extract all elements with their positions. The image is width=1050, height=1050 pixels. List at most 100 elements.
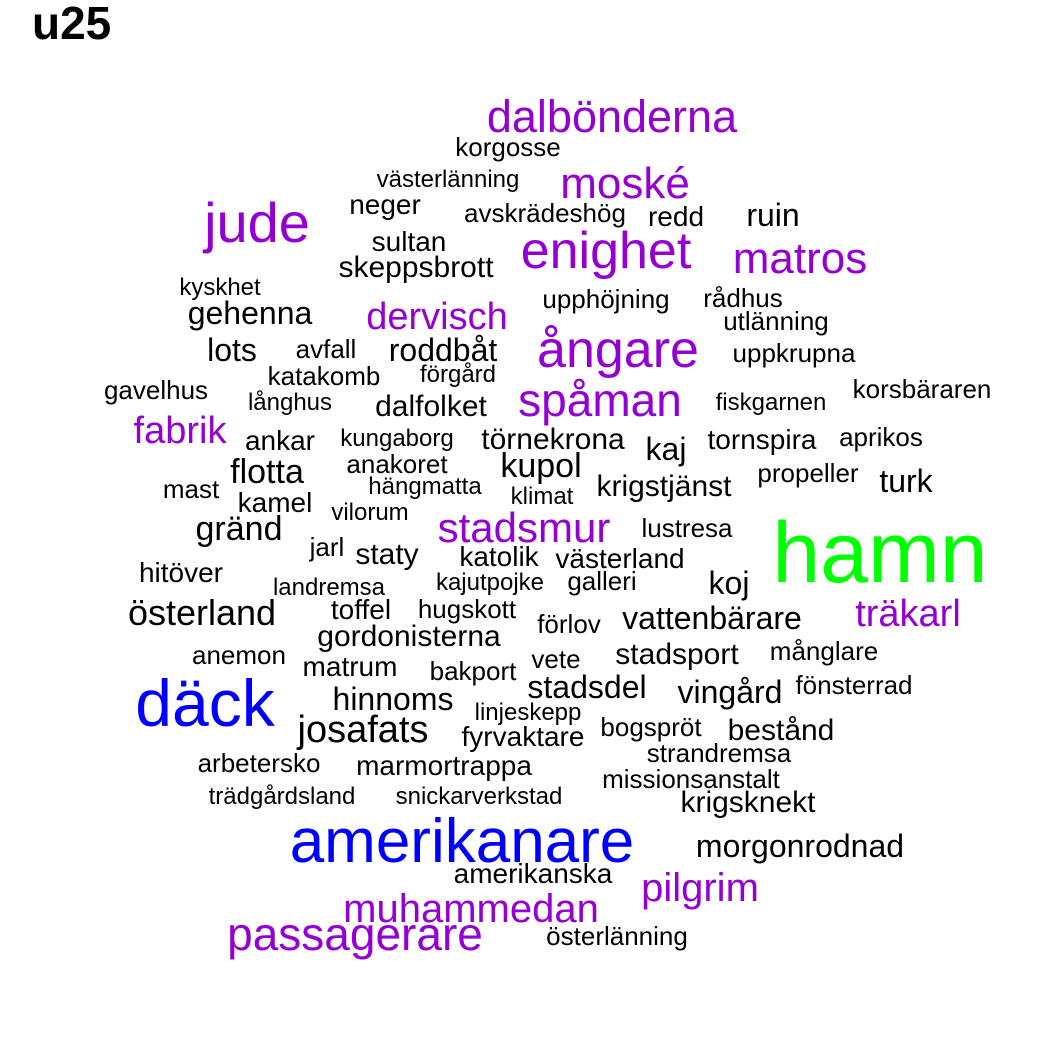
word-gavelhus: gavelhus — [104, 375, 208, 405]
word-avskradeshog: avskrädeshög — [464, 198, 626, 228]
word-koj: koj — [709, 565, 750, 601]
word-bogsprot: bogspröt — [600, 712, 702, 742]
word-mast: mast — [163, 474, 220, 504]
word-vattenbarare: vattenbärare — [622, 600, 802, 636]
word-lots: lots — [207, 332, 257, 368]
word-turk: turk — [879, 463, 933, 499]
word-josafats: josafats — [297, 709, 429, 751]
word-fabrik: fabrik — [134, 410, 228, 452]
word-uppkrupna: uppkrupna — [733, 338, 856, 368]
word-utlanning: utlänning — [723, 306, 829, 336]
word-skeppsbrott: skeppsbrott — [338, 251, 494, 284]
word-ruin: ruin — [746, 197, 799, 233]
word-hangmatta: hängmatta — [368, 473, 482, 500]
word-dalfolket: dalfolket — [375, 390, 487, 423]
word-sultan: sultan — [372, 226, 447, 257]
word-amerikanska: amerikanska — [454, 858, 613, 889]
word-fiskgarnen: fiskgarnen — [716, 389, 827, 416]
word-osterland: österland — [128, 592, 276, 633]
word-katakomb: katakomb — [268, 361, 381, 391]
word-upphojning: upphöjning — [542, 284, 669, 314]
word-forgard: förgård — [420, 361, 496, 388]
word-arbetersko: arbetersko — [198, 748, 321, 778]
word-ankar: ankar — [245, 425, 315, 456]
word-klimat: klimat — [511, 483, 574, 510]
word-hinnoms: hinnoms — [333, 681, 454, 717]
word-vasterlanning: västerlänning — [377, 166, 520, 193]
word-dervisch: dervisch — [366, 296, 508, 338]
word-krigsknekt: krigsknekt — [680, 786, 816, 819]
word-matrum: matrum — [303, 651, 398, 682]
word-trakarl: träkarl — [855, 593, 961, 635]
word-avfall: avfall — [296, 334, 357, 364]
word-hugskott: hugskott — [418, 594, 517, 624]
word-muhammedan: muhammedan — [343, 887, 599, 931]
word-tradgardsland: trädgårdsland — [209, 783, 356, 810]
word-anakoret: anakoret — [346, 449, 448, 479]
word-vasterland: västerland — [555, 543, 684, 574]
word-dack: däck — [135, 666, 275, 740]
word-lustresa: lustresa — [641, 513, 733, 543]
word-manglare: månglare — [770, 636, 878, 666]
word-stadsdel: stadsdel — [527, 669, 646, 705]
word-linjeskepp: linjeskepp — [475, 699, 582, 726]
word-dalbonderna: dalbönderna — [487, 91, 738, 142]
word-hitover: hitöver — [139, 557, 223, 588]
word-staty: staty — [355, 538, 418, 571]
word-bestand: bestånd — [728, 714, 835, 747]
word-stadsport: stadsport — [615, 638, 739, 671]
word-gehenna: gehenna — [188, 295, 313, 331]
word-stadsmur: stadsmur — [438, 504, 611, 551]
word-fyrvaktare: fyrvaktare — [462, 721, 585, 752]
word-enighet: enighet — [521, 222, 692, 280]
word-krigstjanst: krigstjänst — [596, 470, 732, 503]
word-neger: neger — [349, 189, 421, 220]
word-vilorum: vilorum — [331, 499, 408, 526]
word-kyskhet: kyskhet — [179, 274, 261, 301]
page-title: u25 — [32, 0, 112, 49]
word-marmortrappa: marmortrappa — [356, 750, 532, 781]
word-pilgrim: pilgrim — [641, 866, 759, 910]
word-amerikanare: amerikanare — [290, 807, 635, 876]
word-kaj: kaj — [646, 431, 687, 467]
word-mosk-: moské — [560, 159, 690, 208]
word-jude: jude — [202, 191, 310, 254]
word-kupol: kupol — [500, 447, 581, 485]
word-fonsterrad: fönsterrad — [795, 670, 912, 700]
word-snickarverkstad: snickarverkstad — [396, 783, 563, 810]
word-galleri: galleri — [567, 566, 636, 596]
word-forlov: förlov — [537, 609, 601, 639]
word-landremsa: landremsa — [273, 574, 386, 601]
word-matros: matros — [733, 234, 867, 283]
word-jarl: jarl — [309, 532, 345, 562]
word-katolik: katolik — [459, 541, 539, 572]
word-redd: redd — [648, 201, 704, 232]
word-anemon: anemon — [192, 640, 286, 670]
word-passagerare: passagerare — [227, 908, 483, 960]
word-kungaborg: kungaborg — [340, 425, 453, 452]
word-langhus: långhus — [248, 389, 332, 416]
word-vete: vete — [531, 644, 580, 674]
word-roddbat: roddbåt — [389, 332, 498, 368]
word-korgosse: korgosse — [455, 132, 561, 162]
word-radhus: rådhus — [703, 283, 783, 313]
word-angare: ångare — [537, 321, 699, 379]
word-bakport: bakport — [430, 656, 517, 686]
word-korsbararen: korsbäraren — [853, 374, 992, 404]
word-toffel: toffel — [331, 594, 391, 625]
word-grand: gränd — [196, 510, 283, 548]
word-morgonrodnad: morgonrodnad — [696, 828, 904, 864]
word-gordonisterna: gordonisterna — [317, 620, 501, 653]
word-spaman: spåman — [518, 374, 682, 426]
word-kamel: kamel — [238, 487, 313, 518]
word-osterlanning: österlänning — [546, 921, 688, 951]
word-strandremsa: strandremsa — [647, 738, 792, 768]
word-hamn: hamn — [772, 505, 987, 601]
word-propeller: propeller — [757, 458, 859, 488]
word-aprikos: aprikos — [839, 422, 923, 452]
word-tornspira: tornspira — [708, 424, 817, 455]
word-kajutpojke: kajutpojke — [436, 569, 544, 596]
word-missionsanstalt: missionsanstalt — [602, 764, 781, 794]
word-flotta: flotta — [230, 453, 304, 491]
